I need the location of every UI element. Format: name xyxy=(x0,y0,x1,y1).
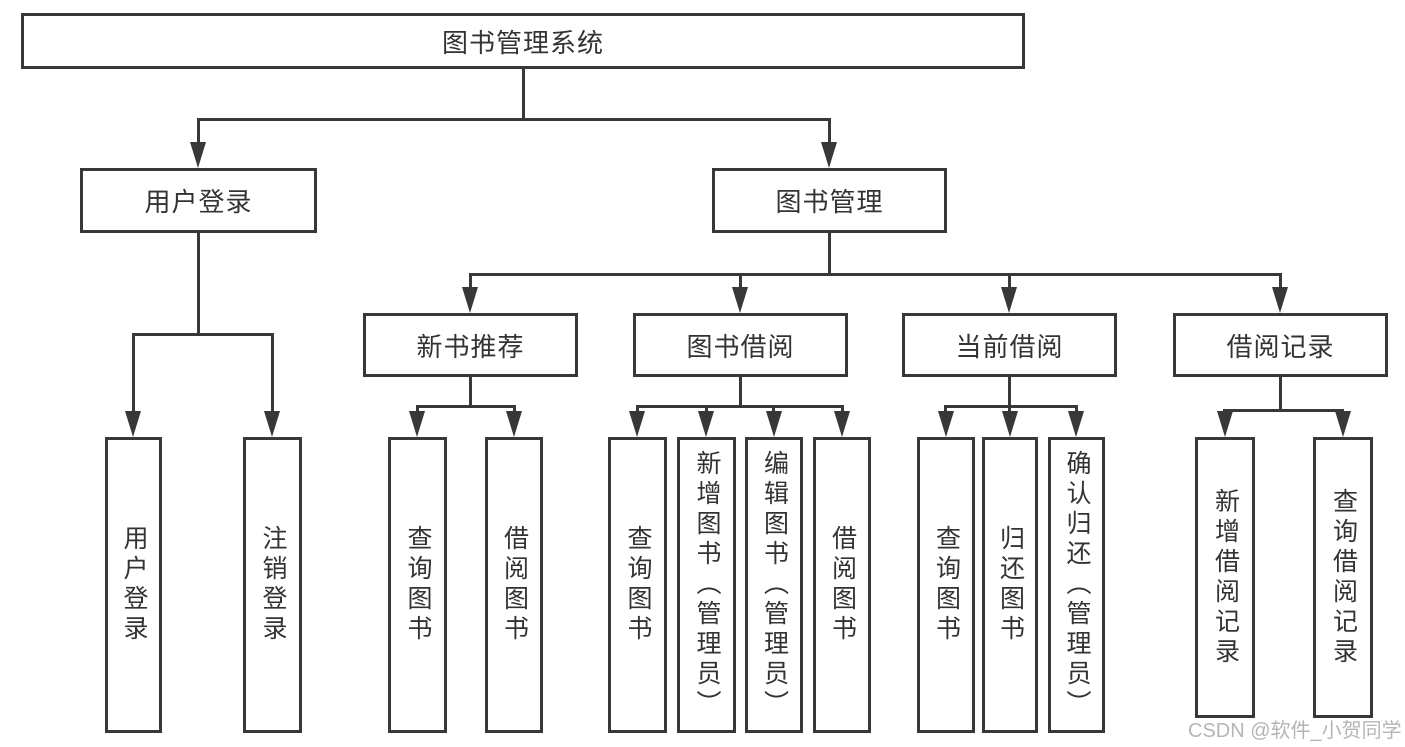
leaf-query-books-recommend: 查询图书 xyxy=(388,437,447,733)
node-book-management-label: 图书管理 xyxy=(775,187,884,217)
leaf-logout: 注销登录 xyxy=(243,437,302,733)
connector-to-book-borrow xyxy=(739,273,742,289)
connector-user-login-stem xyxy=(197,233,200,333)
node-user-login-label: 用户登录 xyxy=(144,187,253,217)
leaf-query-borrow-record: 查询借阅记录 xyxy=(1313,437,1373,718)
connector-new-book-recommend-stem xyxy=(469,377,472,405)
leaf-add-borrow-record-label: 新增借阅记录 xyxy=(1211,487,1240,668)
leaf-logout-label: 注销登录 xyxy=(259,525,287,645)
arrowhead-leaf-borrow-books-icon xyxy=(834,411,850,437)
connector-to-leaf-add-books xyxy=(705,405,708,415)
arrowhead-leaf-return-books-icon xyxy=(1002,411,1018,437)
leaf-query-books-borrow: 查询图书 xyxy=(608,437,667,733)
connector-to-book-management xyxy=(828,118,831,146)
connector-to-borrow-records xyxy=(1279,273,1282,289)
arrowhead-leaf-edit-books-icon xyxy=(766,411,782,437)
leaf-query-books-borrow-label: 查询图书 xyxy=(624,525,652,645)
arrowhead-leaf-borrow-recommend-icon xyxy=(506,411,522,437)
arrowhead-leaf-query-borrow-icon xyxy=(629,411,645,437)
arrowhead-leaf-add-record-icon xyxy=(1217,411,1233,437)
arrowhead-new-book-recommend-icon xyxy=(462,287,478,313)
leaf-return-books: 归还图书 xyxy=(982,437,1038,733)
arrowhead-leaf-query-recommend-icon xyxy=(409,411,425,437)
connector-borrow-records-split xyxy=(1223,409,1344,412)
arrowhead-current-borrow-icon xyxy=(1001,287,1017,313)
connector-to-leaf-query-borrow xyxy=(636,405,639,415)
node-library-system: 图书管理系统 xyxy=(21,13,1025,69)
node-borrow-records: 借阅记录 xyxy=(1173,313,1388,377)
leaf-return-books-label: 归还图书 xyxy=(996,525,1025,645)
arrowhead-leaf-query-record-icon xyxy=(1335,411,1351,437)
arrowhead-leaf-user-login-icon xyxy=(125,411,141,437)
connector-to-leaf-borrow-recommend xyxy=(513,405,516,415)
connector-to-leaf-borrow-books xyxy=(841,405,844,415)
leaf-user-login: 用户登录 xyxy=(105,437,162,733)
leaf-confirm-return-admin: 确认归还（管理员） xyxy=(1048,437,1105,733)
connector-borrow-records-stem xyxy=(1279,377,1282,409)
leaf-borrow-books-recommend: 借阅图书 xyxy=(485,437,543,733)
leaf-confirm-return-admin-label: 确认归还（管理员） xyxy=(1063,450,1091,720)
leaf-user-login-label: 用户登录 xyxy=(120,525,148,645)
leaf-query-books-current: 查询图书 xyxy=(917,437,975,733)
node-borrow-records-label: 借阅记录 xyxy=(1226,331,1335,362)
node-current-borrow-label: 当前借阅 xyxy=(955,331,1064,362)
connector-to-leaf-query-current xyxy=(944,405,947,415)
connector-to-leaf-confirm-return xyxy=(1075,405,1078,415)
arrowhead-leaf-query-current-icon xyxy=(938,411,954,437)
leaf-add-books-admin-label: 新增图书（管理员） xyxy=(693,450,721,720)
connector-to-leaf-edit-books xyxy=(772,405,775,415)
arrowhead-borrow-records-icon xyxy=(1272,287,1288,313)
node-new-book-recommend-label: 新书推荐 xyxy=(416,331,525,362)
connector-current-borrow-split xyxy=(944,405,1078,408)
leaf-query-borrow-record-label: 查询借阅记录 xyxy=(1329,487,1358,668)
arrowhead-book-management-icon xyxy=(821,142,837,168)
leaf-borrow-books: 借阅图书 xyxy=(813,437,871,733)
connector-book-borrow-split xyxy=(636,405,844,408)
connector-to-leaf-query-recommend xyxy=(416,405,419,415)
connector-current-borrow-stem xyxy=(1008,377,1011,405)
connector-to-user-login xyxy=(197,118,200,146)
arrowhead-leaf-logout-icon xyxy=(264,411,280,437)
node-library-system-label: 图书管理系统 xyxy=(441,27,604,58)
leaf-query-books-current-label: 查询图书 xyxy=(932,525,961,645)
connector-to-leaf-user-login xyxy=(132,333,135,413)
connector-book-borrow-stem xyxy=(739,377,742,405)
leaf-query-books-recommend-label: 查询图书 xyxy=(404,525,432,645)
arrowhead-leaf-add-books-icon xyxy=(698,411,714,437)
leaf-add-books-admin: 新增图书（管理员） xyxy=(677,437,736,733)
arrowhead-leaf-confirm-return-icon xyxy=(1068,411,1084,437)
connector-root-stem xyxy=(522,69,525,118)
connector-root-split xyxy=(197,118,831,121)
watermark: CSDN @软件_小贺同学 xyxy=(1188,720,1402,742)
node-book-management: 图书管理 xyxy=(712,168,947,233)
leaf-edit-books-admin-label: 编辑图书（管理员） xyxy=(760,450,789,720)
leaf-edit-books-admin: 编辑图书（管理员） xyxy=(745,437,803,733)
arrowhead-book-borrow-icon xyxy=(732,287,748,313)
connector-to-leaf-logout xyxy=(271,333,274,413)
node-current-borrow: 当前借阅 xyxy=(902,313,1117,377)
node-user-login: 用户登录 xyxy=(80,168,317,233)
node-book-borrow: 图书借阅 xyxy=(633,313,848,377)
connector-user-login-split xyxy=(132,333,274,336)
leaf-borrow-books-label: 借阅图书 xyxy=(828,525,857,645)
arrowhead-user-login-icon xyxy=(190,142,206,168)
node-book-borrow-label: 图书借阅 xyxy=(686,331,795,362)
connector-to-current-borrow xyxy=(1008,273,1011,289)
connector-to-new-book-recommend xyxy=(469,273,472,289)
connector-book-management-split xyxy=(469,273,1282,276)
connector-to-leaf-return-books xyxy=(1008,405,1011,415)
connector-new-book-recommend-split xyxy=(416,405,516,408)
node-new-book-recommend: 新书推荐 xyxy=(363,313,578,377)
leaf-borrow-books-recommend-label: 借阅图书 xyxy=(500,525,529,645)
connector-book-management-stem xyxy=(828,233,831,273)
leaf-add-borrow-record: 新增借阅记录 xyxy=(1195,437,1255,718)
